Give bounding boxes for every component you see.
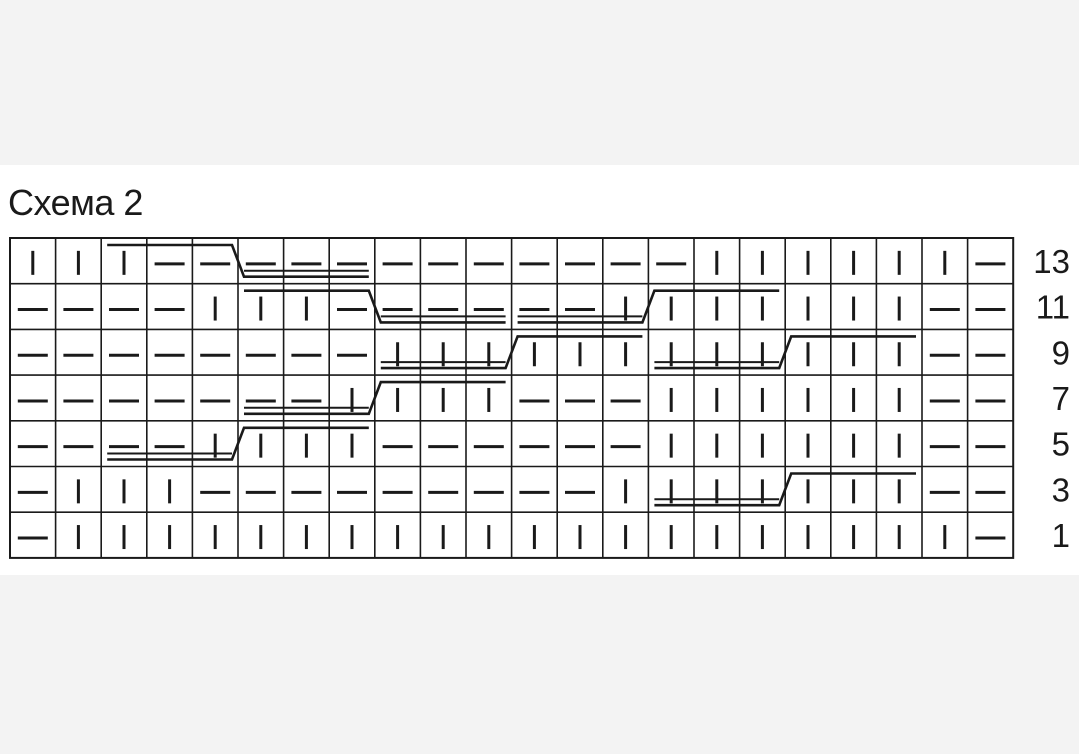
row-number: 5 xyxy=(1052,426,1070,463)
chart-title: Схема 2 xyxy=(8,182,143,223)
cable-crossing xyxy=(107,243,369,278)
cable-crossing xyxy=(654,472,916,507)
cable-crossing xyxy=(107,426,369,461)
row-number: 9 xyxy=(1052,334,1070,371)
row-number: 7 xyxy=(1052,380,1070,417)
bottom-background-band xyxy=(0,575,1079,754)
row-number: 13 xyxy=(1033,243,1070,280)
cable-crossing xyxy=(244,289,506,324)
cable-crossing xyxy=(380,335,643,370)
top-background-band xyxy=(0,0,1079,165)
row-numbers: 13 11 9 7 5 3 1 xyxy=(1033,243,1070,554)
cable-crossing xyxy=(517,289,780,324)
row-number: 3 xyxy=(1052,471,1070,508)
chart-panel xyxy=(0,165,1079,575)
cable-crossing xyxy=(654,335,916,370)
grid-lines xyxy=(9,237,1015,559)
row-number: 1 xyxy=(1052,517,1070,554)
row-number: 11 xyxy=(1036,289,1070,326)
cable-crossings xyxy=(107,243,916,507)
cable-crossing xyxy=(244,380,506,416)
stitch-symbols xyxy=(17,250,1006,550)
